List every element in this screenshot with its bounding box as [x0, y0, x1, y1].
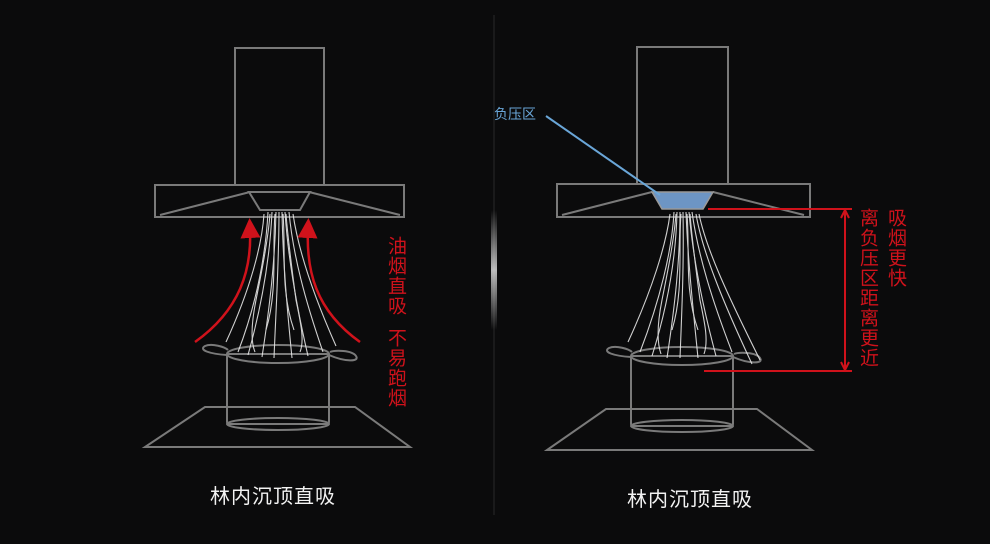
- right-pot-handle-r: [732, 351, 762, 364]
- left-arrow-r: [297, 218, 361, 344]
- left-note-col2: 不易跑烟: [385, 328, 407, 408]
- right-caption: 林内沉顶直吸: [627, 487, 753, 511]
- left-pot-body: [226, 353, 330, 425]
- left-arrow-l: [194, 218, 261, 344]
- left-intake: [247, 191, 312, 211]
- right-pot-body: [630, 355, 734, 427]
- left-chimney: [234, 47, 325, 186]
- negative-pressure-zone: [650, 191, 715, 210]
- right-pot-bottom: [630, 419, 734, 433]
- right-hood-line-l: [561, 191, 653, 216]
- left-countertop: [141, 406, 414, 448]
- right-hood-illustration: [543, 46, 816, 451]
- distance-marker: [704, 207, 852, 373]
- left-caption: 林内沉顶直吸: [210, 484, 336, 508]
- right-countertop: [543, 408, 816, 451]
- left-smoke: [225, 211, 337, 359]
- left-hood-line-l: [159, 191, 251, 216]
- distance-arrow-top: [840, 207, 850, 219]
- left-pot-bottom: [226, 417, 330, 431]
- left-pot-handle-l: [202, 343, 229, 356]
- right-note-col1: 吸烟更快: [885, 208, 907, 288]
- right-chimney: [636, 46, 729, 185]
- divider-glow: [491, 210, 497, 330]
- right-note-col2: 离负压区距离更近: [857, 208, 879, 368]
- left-note-col1: 油烟直吸: [385, 236, 407, 316]
- left-red-arrows: [194, 218, 361, 344]
- left-hood-line-r: [308, 191, 401, 216]
- right-pot-handle-l: [606, 345, 633, 358]
- right-smoke: [627, 211, 761, 365]
- right-hood-line-r: [712, 191, 805, 216]
- negative-zone-pointer: [545, 115, 661, 196]
- left-hood-illustration: [141, 47, 414, 448]
- left-pot-handle-r: [328, 349, 358, 362]
- negative-zone-label: 负压区: [494, 107, 536, 123]
- distance-arrow-bottom: [840, 361, 850, 373]
